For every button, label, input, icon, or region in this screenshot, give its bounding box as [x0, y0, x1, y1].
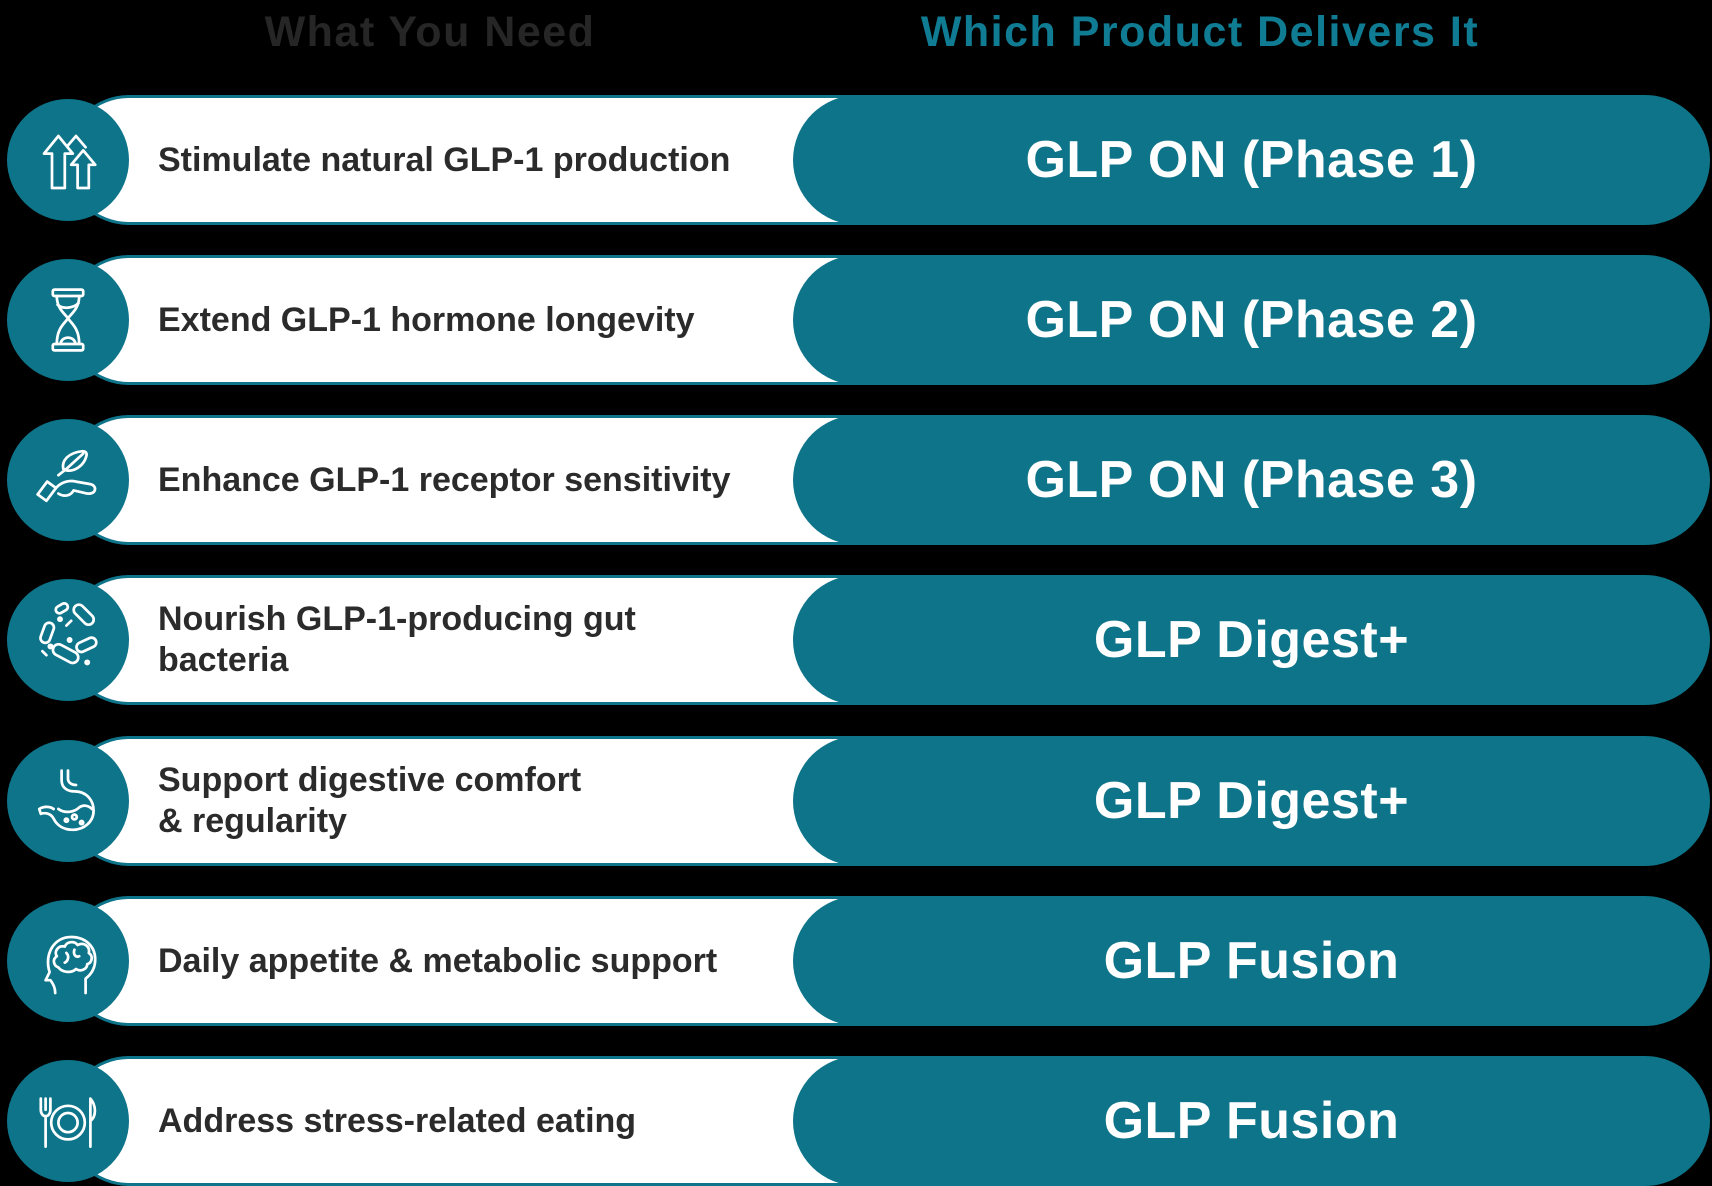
- row-icon-circle: [7, 900, 129, 1022]
- need-label: Daily appetite & metabolic support: [158, 941, 718, 980]
- plate-cutlery-icon: [39, 1097, 97, 1148]
- row-icon-circle: [7, 740, 129, 862]
- column-header-product: Which Product Delivers It: [920, 8, 1480, 56]
- product-pill: GLP Digest+: [793, 575, 1710, 705]
- table-row: GLP Fusion Address stress-related eating: [0, 1056, 1712, 1186]
- need-label: Support digestive comfort & regularity: [158, 761, 582, 840]
- product-label: GLP Fusion: [1103, 932, 1400, 990]
- stomach-icon: [37, 769, 95, 832]
- product-label: GLP Digest+: [1093, 611, 1410, 669]
- need-label: Stimulate natural GLP-1 production: [158, 140, 731, 179]
- row-icon-circle: [7, 579, 129, 701]
- table-row: GLP ON (Phase 2) Extend GLP-1 hormone lo…: [0, 255, 1712, 385]
- product-pill: GLP Digest+: [793, 736, 1710, 866]
- product-label: GLP ON (Phase 3): [1025, 451, 1478, 509]
- row-icon-circle: [7, 1060, 129, 1182]
- need-label: Nourish GLP-1-producing gut bacteria: [158, 600, 636, 679]
- product-label: GLP Digest+: [1093, 772, 1410, 830]
- row-icon-circle: [7, 259, 129, 381]
- arrows-up-icon: [42, 134, 97, 190]
- product-pill: GLP ON (Phase 1): [793, 95, 1710, 225]
- column-header-need: What You Need: [264, 8, 596, 56]
- table-row: GLP Fusion Daily appetite & metabolic su…: [0, 896, 1712, 1026]
- table-row: GLP ON (Phase 1) Stimulate natural GLP-1…: [0, 95, 1712, 225]
- need-label: Address stress-related eating: [158, 1101, 637, 1140]
- gut-bacteria-icon: [39, 601, 98, 666]
- product-pill: GLP ON (Phase 3): [793, 415, 1710, 545]
- product-pill: GLP Fusion: [793, 896, 1710, 1026]
- product-label: GLP ON (Phase 1): [1025, 131, 1478, 189]
- product-pill: GLP Fusion: [793, 1056, 1710, 1186]
- row-icon-circle: [7, 419, 129, 541]
- table-row: GLP Digest+ Support digestive comfort & …: [0, 736, 1712, 866]
- table-row: GLP ON (Phase 3) Enhance GLP-1 receptor …: [0, 415, 1712, 545]
- need-label: Enhance GLP-1 receptor sensitivity: [158, 460, 731, 499]
- hand-leaf-icon: [36, 449, 97, 503]
- product-pill: GLP ON (Phase 2): [793, 255, 1710, 385]
- head-brain-icon: [44, 935, 97, 995]
- need-label: Extend GLP-1 hormone longevity: [158, 300, 695, 339]
- hourglass-icon: [51, 288, 85, 352]
- row-icon-circle: [7, 99, 129, 221]
- product-label: GLP ON (Phase 2): [1025, 291, 1478, 349]
- table-row: GLP Digest+ Nourish GLP-1-producing gut …: [0, 575, 1712, 705]
- product-label: GLP Fusion: [1103, 1092, 1400, 1150]
